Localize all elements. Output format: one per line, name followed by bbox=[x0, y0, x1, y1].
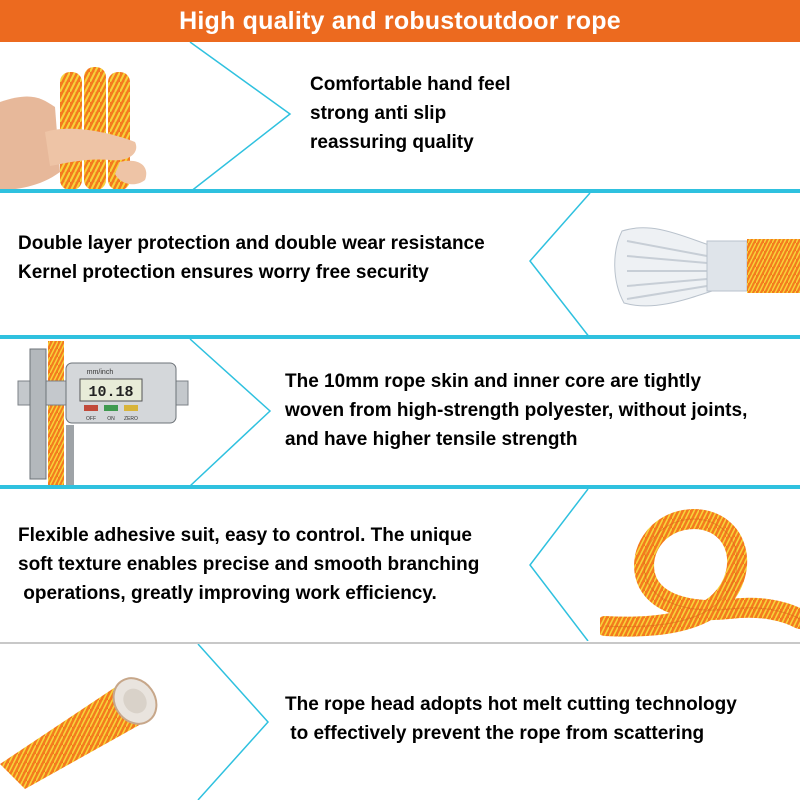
section-4-divider-arrow bbox=[529, 489, 589, 641]
caliper-unit-label: mm/inch bbox=[87, 369, 114, 376]
section-1-line-1: Comfortable hand feel bbox=[310, 74, 511, 95]
section-3-line-3: and have higher tensile strength bbox=[285, 429, 578, 450]
section-5-divider-arrow bbox=[197, 644, 270, 800]
section-4-text: Flexible adhesive suit, easy to control.… bbox=[18, 521, 479, 608]
hand-holding-ropes-photo bbox=[0, 62, 190, 192]
title-banner bbox=[0, 0, 800, 42]
caliper-off-label: OFF bbox=[86, 416, 96, 422]
divider-line-1 bbox=[0, 189, 800, 193]
divider-line-3 bbox=[0, 485, 800, 489]
caliper-on-label: ON bbox=[107, 416, 115, 422]
section-5-text: The rope head adopts hot melt cutting te… bbox=[285, 690, 737, 748]
caliper-zero-button bbox=[124, 405, 138, 411]
caliper-on-button bbox=[104, 405, 118, 411]
section-5-line-2: to effectively prevent the rope from sca… bbox=[285, 723, 705, 744]
caliper-zero-label: ZERO bbox=[124, 416, 138, 422]
rope-core-fibers-photo bbox=[612, 211, 800, 321]
section-4-line-2: soft texture enables precise and smooth … bbox=[18, 554, 480, 575]
caliper-measuring-rope-photo: 10.18 mm/inch OFF ON ZERO bbox=[10, 341, 190, 486]
feature-section-2: Double layer protection and double wear … bbox=[0, 193, 800, 338]
section-2-line-1: Double layer protection and double wear … bbox=[18, 233, 485, 254]
melted-rope-end-photo bbox=[0, 664, 170, 789]
section-3-line-1: The 10mm rope skin and inner core are ti… bbox=[285, 371, 702, 392]
feature-section-4: Flexible adhesive suit, easy to control.… bbox=[0, 489, 800, 641]
feature-section-5: The rope head adopts hot melt cutting te… bbox=[0, 644, 800, 800]
caliper-reading: 10.18 bbox=[88, 384, 133, 401]
section-1-divider-arrow bbox=[189, 42, 292, 192]
section-4-line-3: operations, greatly improving work effic… bbox=[18, 583, 437, 604]
rope-loop-photo bbox=[595, 501, 800, 641]
section-3-divider-arrow bbox=[189, 339, 272, 486]
section-2-text: Double layer protection and double wear … bbox=[18, 229, 485, 287]
section-3-line-2: woven from high-strength polyester, with… bbox=[285, 400, 748, 421]
section-1-line-3: reassuring quality bbox=[310, 132, 474, 153]
caliper-off-button bbox=[84, 405, 98, 411]
section-5-line-1: The rope head adopts hot melt cutting te… bbox=[285, 694, 737, 715]
section-4-line-1: Flexible adhesive suit, easy to control.… bbox=[18, 525, 472, 546]
divider-line-2 bbox=[0, 335, 800, 339]
section-1-line-2: strong anti slip bbox=[310, 103, 447, 124]
feature-section-3: 10.18 mm/inch OFF ON ZERO The 10mm rope … bbox=[0, 339, 800, 486]
banner-title: High quality and robustoutdoor rope bbox=[179, 7, 621, 35]
divider-line-4 bbox=[0, 642, 800, 644]
feature-section-1: Comfortable hand feel strong anti slip r… bbox=[0, 42, 800, 192]
section-3-text: The 10mm rope skin and inner core are ti… bbox=[285, 367, 747, 454]
section-2-divider-arrow bbox=[529, 193, 591, 338]
section-2-line-2: Kernel protection ensures worry free sec… bbox=[18, 262, 429, 283]
section-1-text: Comfortable hand feel strong anti slip r… bbox=[310, 70, 511, 157]
